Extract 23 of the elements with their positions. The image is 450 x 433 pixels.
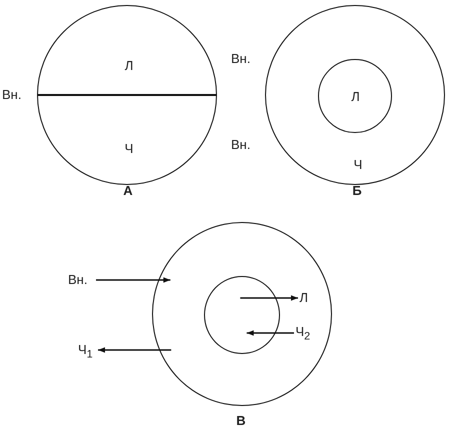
text-label: Ч$_{1}$: [78, 343, 96, 361]
circle-outline: [152, 222, 332, 406]
arrow: [246, 330, 294, 336]
text-label: Вн.: [231, 52, 250, 66]
circle-outline: [265, 5, 445, 185]
arrow: [96, 277, 170, 283]
arrow: [98, 347, 172, 353]
text-label: Вн.: [2, 88, 22, 102]
region-label: Л: [124, 59, 134, 73]
region-label: Ч: [124, 142, 134, 156]
panel-label: Б: [352, 184, 362, 198]
panel-label: В: [236, 414, 246, 428]
text-label: Ч$_{2}$: [296, 324, 314, 342]
text-label: Вн.: [68, 273, 94, 287]
region-label: Л: [351, 90, 360, 104]
arrow: [240, 295, 298, 301]
text-label: Вн.: [231, 138, 250, 152]
text-label: Л: [300, 290, 312, 304]
circle-outline: [318, 58, 392, 132]
panel-label: А: [123, 184, 133, 198]
region-label: Ч: [354, 158, 362, 172]
circle-outline: [37, 5, 217, 185]
circle-outline: [204, 276, 280, 354]
